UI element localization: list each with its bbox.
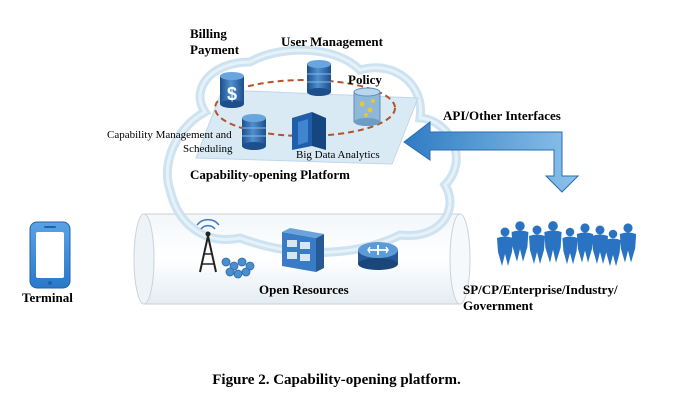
payment-label: Payment [190,42,240,57]
dollar-database-icon: $ [220,72,244,108]
api-arrow [403,120,580,193]
network-nodes-icon [221,257,255,279]
server-icon [292,112,326,150]
router-icon [358,242,398,270]
terminal-label: Terminal [22,290,73,305]
open-resources-label: Open Resources [259,282,349,297]
policy-database-icon [353,87,381,126]
policy-label: Policy [348,72,382,87]
billing-label: Billing [190,26,227,41]
government-label: Government [463,298,534,313]
svg-text:$: $ [227,84,237,104]
people-group-icon [497,221,637,267]
big-data-label: Big Data Analytics [296,149,380,161]
scheduling-label: Scheduling [183,143,233,155]
switch-icon [282,228,324,272]
sp-label: SP/CP/Enterprise/Industry/ [463,282,618,297]
cell-tower-icon [196,218,220,273]
capability-management-label: Capability Management and [107,129,232,141]
dashed-orbit [214,79,396,137]
figure-caption: Figure 2. Capability-opening platform. [212,372,461,388]
cloud-outline [162,45,461,257]
platform-label: Capability-opening Platform [190,167,350,182]
user-management-label: User Management [281,34,383,49]
database-icon [307,60,331,96]
database-icon [242,114,266,150]
smartphone-icon [29,221,71,289]
api-label: API/Other Interfaces [443,108,561,123]
